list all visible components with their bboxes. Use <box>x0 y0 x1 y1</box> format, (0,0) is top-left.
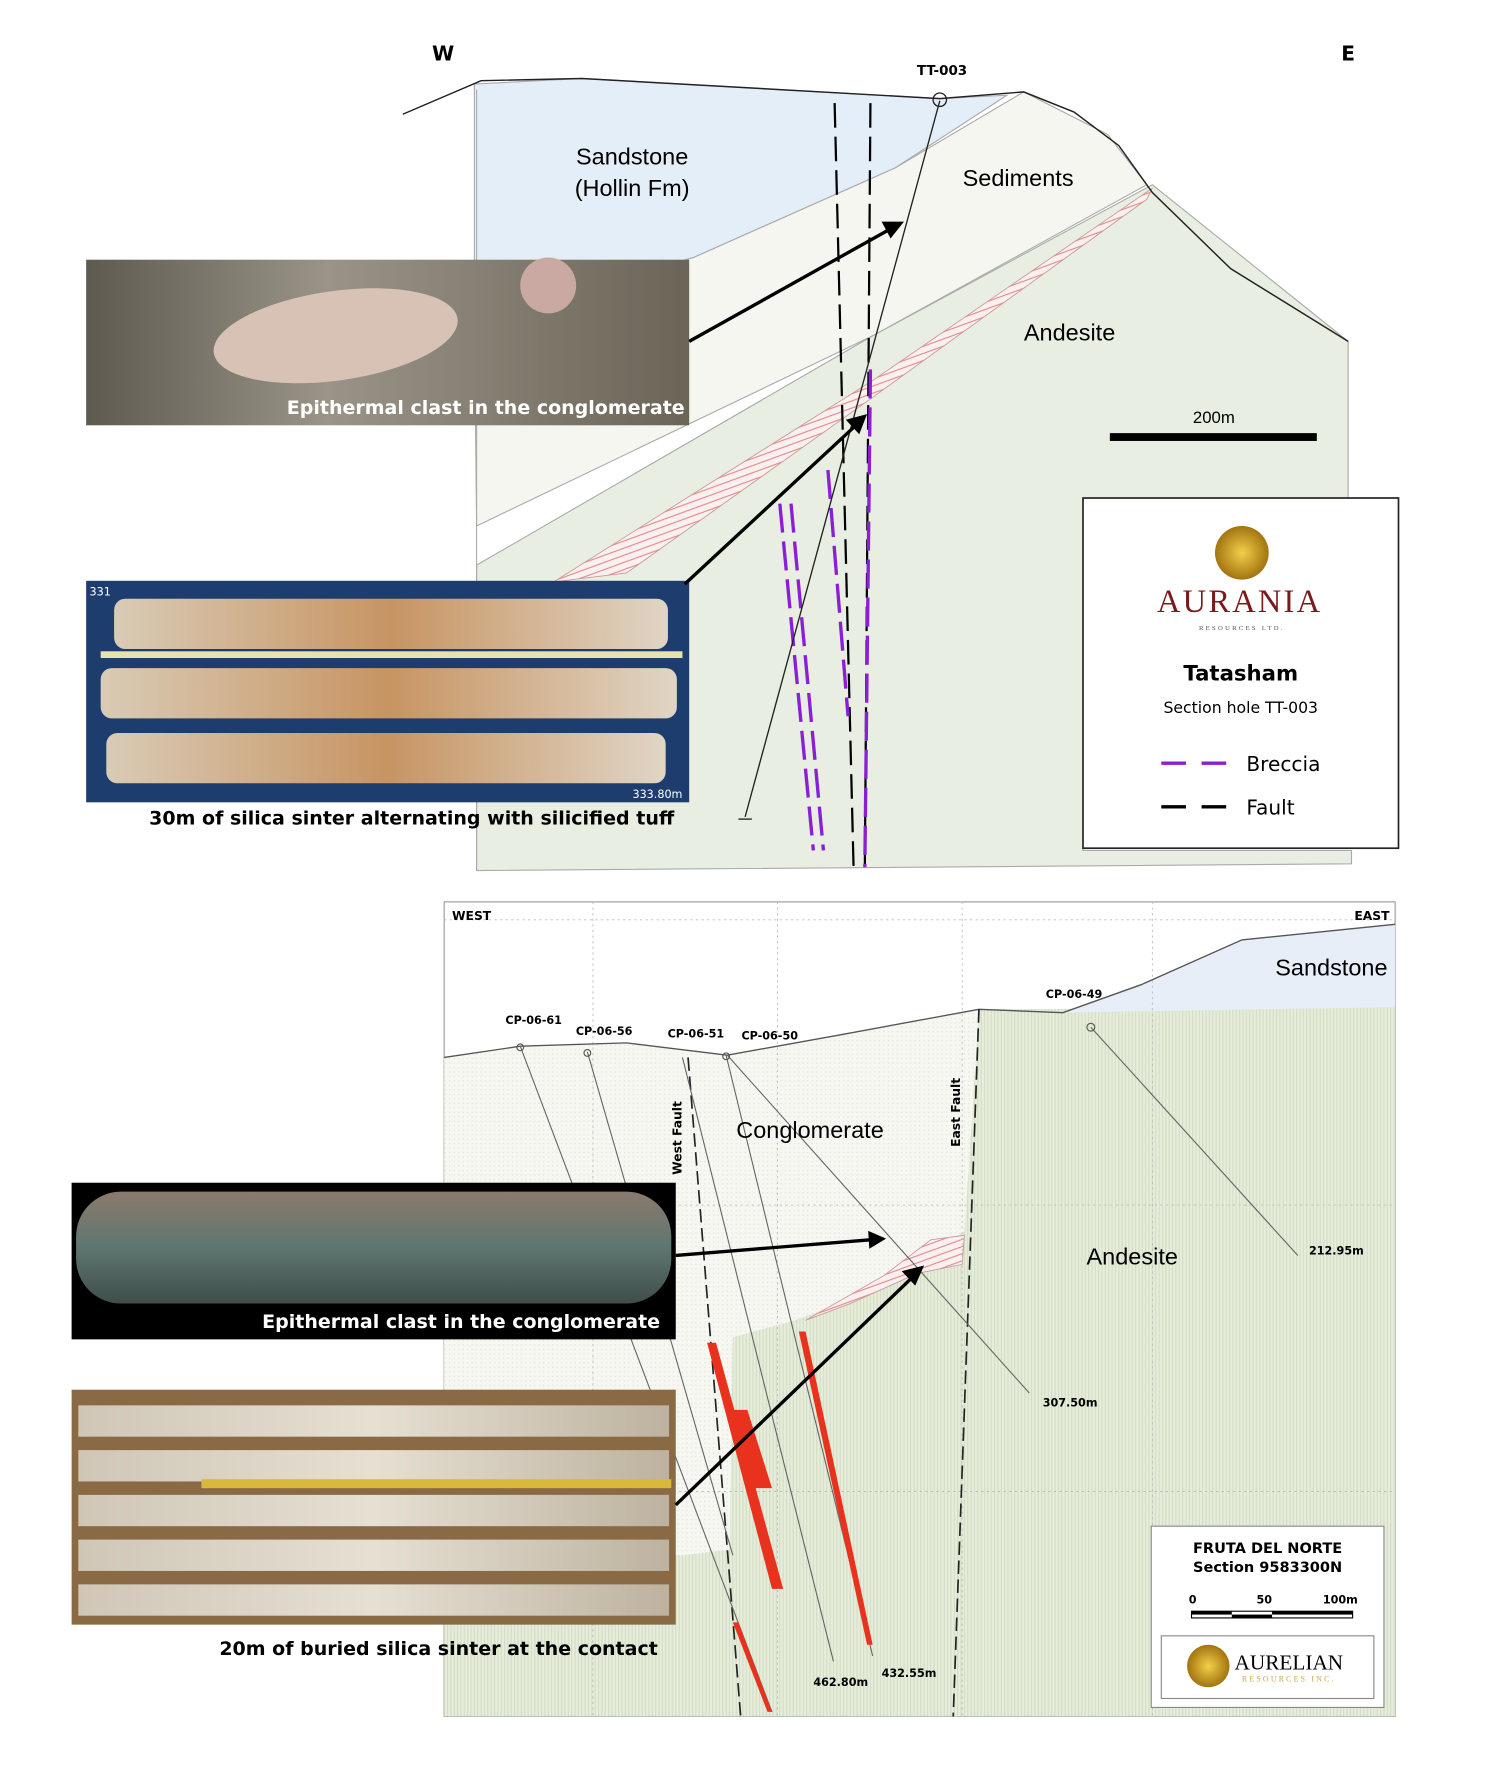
legend-title: Tatasham <box>1183 661 1298 686</box>
arrow-1 <box>688 228 891 343</box>
hole-label-cp-06-56: CP-06-56 <box>576 1025 633 1038</box>
photo-buried-silica-sinter-core <box>71 1389 676 1625</box>
west-fault <box>687 1057 742 1717</box>
collar-icon <box>932 92 948 108</box>
aurania-coin-logo <box>1215 525 1269 580</box>
unit-label-andesite-bottom: Andesite <box>1087 1243 1178 1269</box>
photo3-caption: Epithermal clast in the conglomerate <box>262 1311 660 1333</box>
legend-fault: Fault <box>1246 796 1294 820</box>
sinter-hatch-unit <box>553 187 1153 583</box>
topography-line-bottom <box>444 923 1396 1059</box>
legend-fruta-del-norte: FRUTA DEL NORTE Section 9583300N 0 50 10… <box>1150 1525 1385 1708</box>
west-label: WEST <box>452 909 492 923</box>
photo1-caption: Epithermal clast in the conglomerate <box>287 397 685 419</box>
aurelian-coin-logo <box>1187 1644 1230 1688</box>
unit-label-hollin: (Hollin Fm) <box>575 175 690 201</box>
hole-label: TT-003 <box>917 64 967 79</box>
arrowhead-icon <box>868 1230 887 1249</box>
unit-label-sediments: Sediments <box>963 165 1074 191</box>
collar-icons <box>516 1022 1096 1061</box>
assay-bars <box>707 1331 873 1712</box>
hole-label-cp-06-51: CP-06-51 <box>668 1027 725 1040</box>
photo-silica-sinter-core: 331 333.80m <box>86 580 690 803</box>
east-fault <box>952 1009 980 1717</box>
box-depth-start: 331 <box>90 585 111 598</box>
hole-label-cp-06-61: CP-06-61 <box>505 1014 562 1027</box>
depth-label-cp-06-51: 462.80m <box>813 1676 868 1689</box>
scale-label: 200m <box>1193 408 1235 427</box>
unit-label-sandstone: Sandstone <box>576 144 688 170</box>
sandstone-unit-bottom <box>1062 924 1396 1013</box>
arrow-3 <box>675 1238 871 1258</box>
photo2-caption: 30m of silica sinter alternating with si… <box>149 808 675 830</box>
aurania-logo-subtext: RESOURCES LTD. <box>1199 625 1285 632</box>
arrowhead-icon <box>901 1265 925 1286</box>
scale-tick-0: 0 <box>1189 1593 1197 1606</box>
legend-title-fdn: FRUTA DEL NORTE <box>1193 1541 1342 1557</box>
photo-epithermal-clast: Epithermal clast in the conglomerate <box>86 257 690 426</box>
depth-label-cp-06-50: 307.50m <box>1043 1396 1098 1409</box>
hole-label-cp-06-50: CP-06-50 <box>741 1030 798 1043</box>
legend-tatasham: AURANIA RESOURCES LTD. Tatasham Section … <box>1082 497 1400 850</box>
aurelian-logo-subtext: RESOURCES INC. <box>1242 1675 1336 1684</box>
scale-bar <box>1109 433 1317 441</box>
aurania-logo-text: AURANIA <box>1157 584 1322 620</box>
depth-label-cp-06-56: 432.55m <box>882 1667 937 1680</box>
topography-line <box>402 77 1349 343</box>
photo-epithermal-clast-core: Epithermal clast in the conglomerate <box>71 1182 676 1340</box>
top-cross-section: TT-003 W E Sandstone (Hollin Fm) Sedimen… <box>86 42 1400 872</box>
unit-label-conglomerate: Conglomerate <box>736 1117 884 1143</box>
east-label: EAST <box>1354 909 1390 923</box>
arrow-4 <box>674 1276 913 1507</box>
legend-subtitle-fdn: Section 9583300N <box>1193 1560 1342 1576</box>
legend-breccia: Breccia <box>1246 752 1320 776</box>
arrowhead-icon <box>881 221 904 239</box>
breccia-lines <box>778 369 873 868</box>
compass-east: E <box>1341 42 1355 66</box>
arrow-2 <box>683 424 858 586</box>
legend-subtitle: Section hole TT-003 <box>1163 698 1318 717</box>
bottom-cross-section: West Fault East Fault WEST EAST CP-06-61… <box>71 901 1396 1717</box>
east-fault-label: East Fault <box>949 1078 963 1147</box>
west-fault-label: West Fault <box>670 1101 684 1175</box>
scale-tick-100: 100m <box>1323 1593 1358 1606</box>
drill-hole-tt-003 <box>744 100 941 818</box>
compass-west: W <box>432 42 454 66</box>
arrowhead-icon <box>845 414 868 435</box>
photo4-caption: 20m of buried silica sinter at the conta… <box>219 1638 657 1660</box>
aurelian-logo-text: AURELIAN <box>1235 1650 1344 1674</box>
sinter-hatch-bottom <box>805 1234 965 1321</box>
unit-label-andesite: Andesite <box>1024 319 1115 345</box>
hole-label-cp-06-49: CP-06-49 <box>1046 988 1103 1001</box>
depth-label-cp-06-49: 212.95m <box>1309 1244 1364 1257</box>
scale-tick-50: 50 <box>1256 1593 1272 1606</box>
unit-label-sandstone-bottom: Sandstone <box>1275 955 1387 981</box>
box-depth-end: 333.80m <box>632 788 682 801</box>
